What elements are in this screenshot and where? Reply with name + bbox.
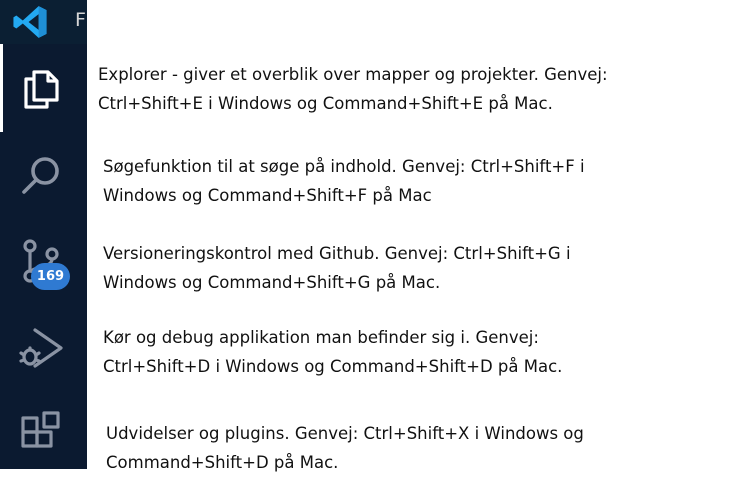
activity-bar: 169 xyxy=(0,44,87,469)
activity-search[interactable] xyxy=(0,132,87,216)
source-control-badge: 169 xyxy=(31,263,70,290)
run-debug-icon xyxy=(19,328,63,368)
activity-extensions[interactable] xyxy=(0,388,87,472)
explorer-description: Explorer - giver et overblik over mapper… xyxy=(98,65,608,113)
activity-source-control[interactable] xyxy=(0,216,87,300)
active-indicator xyxy=(0,44,3,132)
extensions-description: Udvidelser og plugins. Genvej: Ctrl+Shif… xyxy=(106,424,584,472)
search-description: Søgefunktion til at søge på indhold. Gen… xyxy=(103,157,585,205)
extensions-icon xyxy=(21,411,60,448)
activity-run-debug[interactable] xyxy=(0,304,87,388)
search-icon xyxy=(22,157,59,194)
menu-item-file-partial[interactable]: F xyxy=(75,9,86,31)
source-control-icon xyxy=(23,239,59,283)
vscode-logo-icon xyxy=(13,6,47,38)
source-control-description: Versioneringskontrol med Github. Genvej:… xyxy=(103,244,571,292)
title-bar: F xyxy=(0,0,87,44)
files-icon xyxy=(24,70,59,109)
run-debug-description: Kør og debug applikation man befinder si… xyxy=(103,328,563,376)
activity-explorer[interactable] xyxy=(0,44,87,128)
